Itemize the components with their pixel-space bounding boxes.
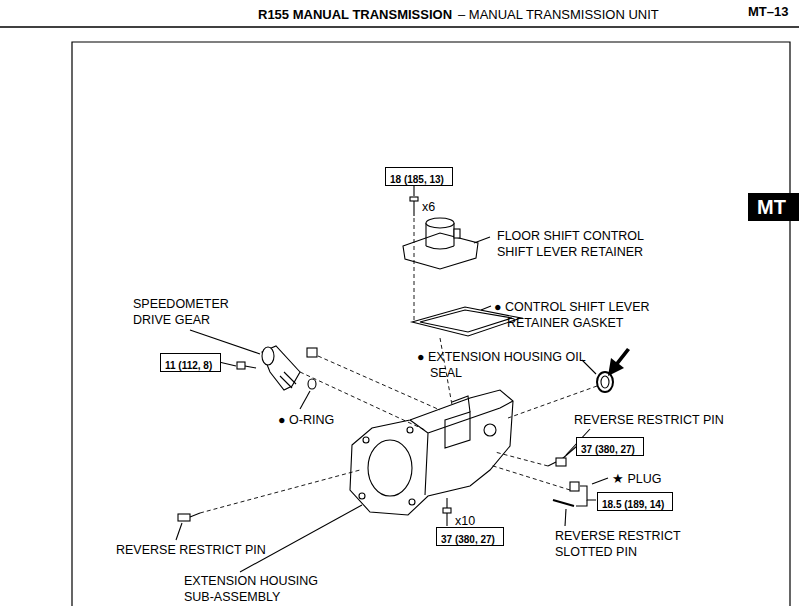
torque-value: 18.5 (189, 14) (602, 499, 664, 510)
part-name: FLOOR SHIFT CONTROL SHIFT LEVER RETAINER (497, 228, 662, 260)
part-name: REVERSE RESTRICT SLOTTED PIN (555, 528, 697, 560)
part-name: REVERSE RESTRICT PIN (574, 412, 724, 428)
part-name: ● CONTROL SHIFT LEVER RETAINER GASKET (494, 299, 685, 331)
part-name: EXTENSION HOUSING SUB-ASSEMBLY (184, 573, 336, 605)
part-name: REVERSE RESTRICT PIN (116, 542, 266, 558)
torque-value: 37 (380, 27) (441, 534, 495, 545)
torque-box: 37 (380, 27) (576, 437, 644, 456)
part-name: ● EXTENSION HOUSING OIL SEAL (417, 349, 590, 381)
page-number: MT–13 (748, 4, 788, 20)
part-name: ★ PLUG (612, 471, 662, 487)
torque-box: 37 (380, 27) (436, 527, 504, 546)
torque-value: 18 (185, 13) (390, 174, 444, 185)
torque-value: 11 (112, 8) (165, 360, 212, 371)
part-name: SPEEDOMETER DRIVE GEAR (133, 296, 251, 328)
torque-box: 11 (112, 8) (160, 353, 221, 372)
page-header: R155 MANUAL TRANSMISSION (258, 7, 452, 23)
torque-box: 18.5 (189, 14) (597, 492, 673, 511)
page-header: – MANUAL TRANSMISSION UNIT (458, 7, 659, 23)
quantity-note: x6 (422, 199, 435, 215)
section-tab: MT (746, 196, 797, 218)
torque-value: 37 (380, 27) (581, 444, 635, 455)
part-name: ● O-RING (278, 412, 334, 428)
torque-box: 18 (185, 13) (385, 167, 453, 186)
